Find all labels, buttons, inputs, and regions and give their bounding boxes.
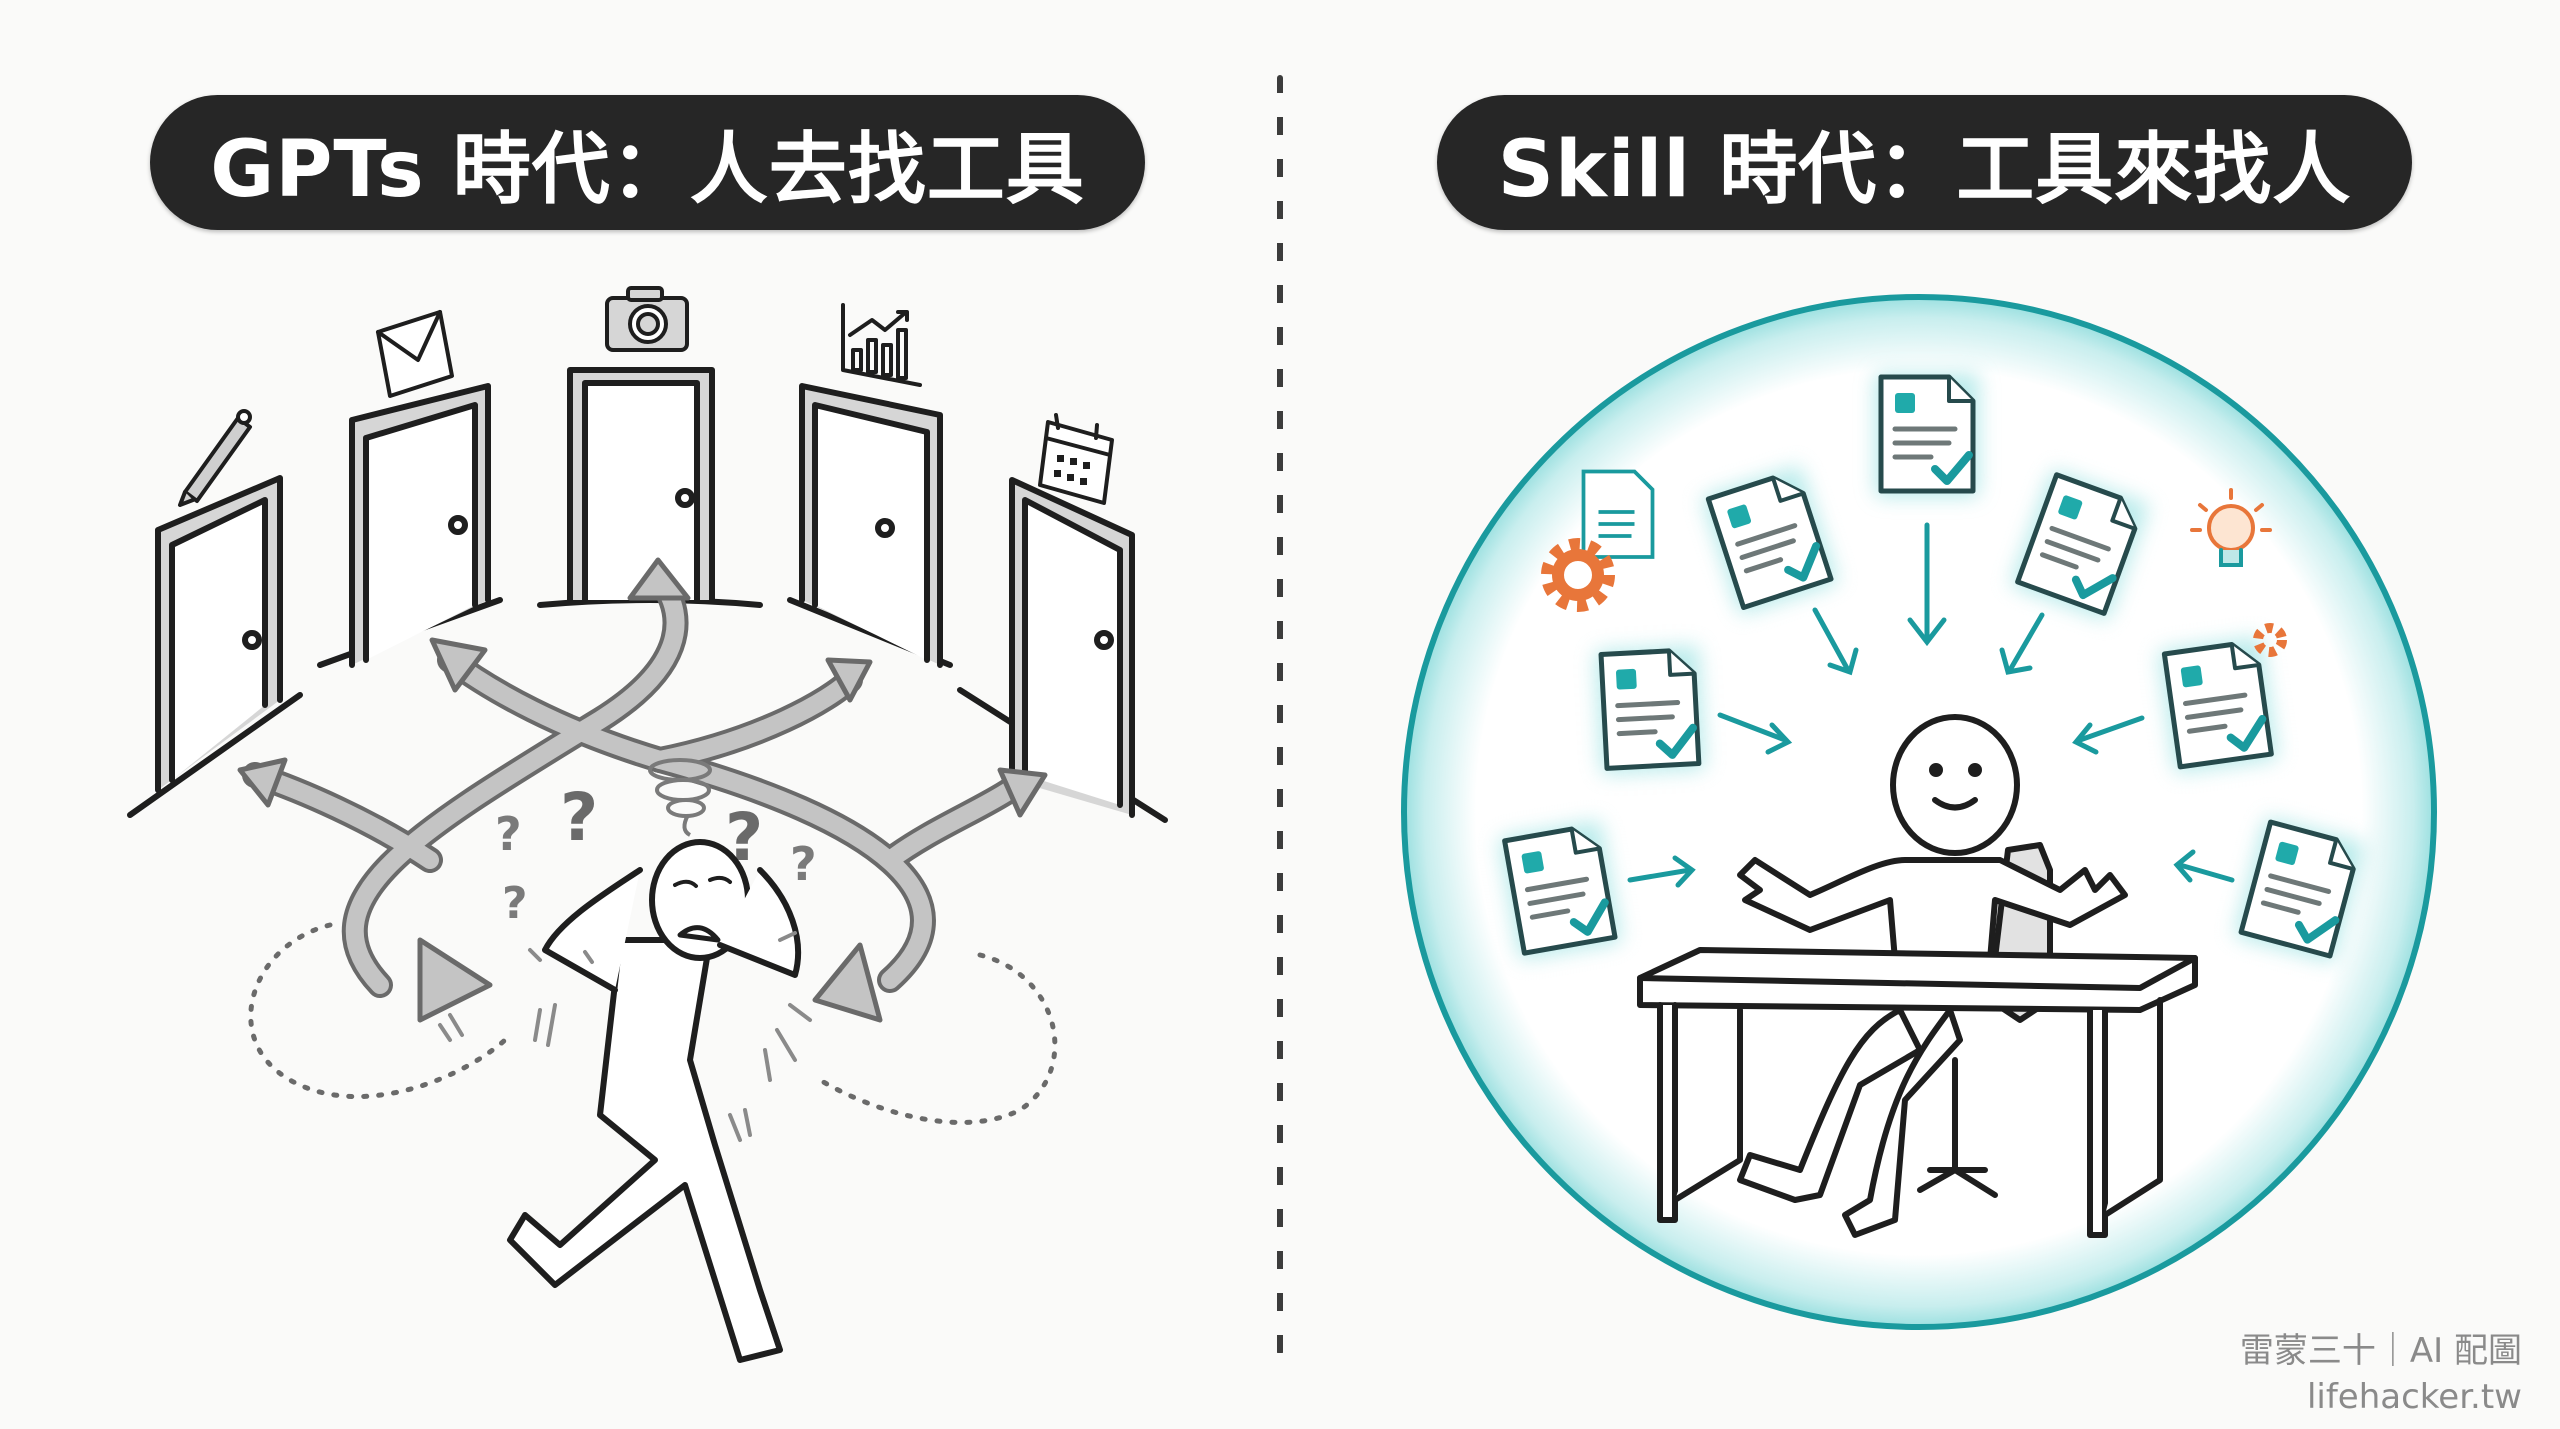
credit: 雷蒙三十｜AI 配圖 lifehacker.tw (2240, 1328, 2522, 1420)
door-chart (799, 383, 943, 668)
svg-text:?: ? (560, 779, 598, 856)
camera-icon (605, 286, 689, 352)
arrow-head-right (997, 767, 1048, 818)
svg-text:?: ? (502, 878, 528, 929)
door-camera (567, 367, 715, 603)
door-calendar (1009, 477, 1135, 818)
title-skill-era: Skill 時代：工具來找人 (1497, 124, 2352, 215)
stressed-person (507, 839, 801, 1363)
credit-author: 雷蒙三十｜AI 配圖 (2239, 1331, 2522, 1371)
arrow-head-upleft (429, 637, 488, 693)
smiling-person (1637, 714, 2198, 1238)
door-envelope (349, 383, 491, 668)
title-pill-gpts-era: GPTs 時代：人去找工具 (150, 95, 1145, 230)
arrow-head-upright (825, 657, 873, 703)
credit-site: lifehacker.tw (2306, 1377, 2522, 1417)
title-gpts-era: GPTs 時代：人去找工具 (210, 124, 1085, 215)
arrow-head-downright (417, 937, 493, 1023)
incoming-arrows (1627, 522, 2235, 888)
envelope-icon (376, 310, 454, 398)
arrow-head-downleft (812, 942, 883, 1023)
svg-text:?: ? (790, 837, 817, 891)
gear-icon (1541, 538, 1615, 612)
dizzy-swirl-icon (648, 758, 712, 837)
floor-line (127, 692, 303, 818)
arrow-head-left (237, 757, 288, 808)
gear-icon-small (2253, 623, 2287, 657)
door-pen (155, 475, 283, 793)
svg-text:?: ? (495, 807, 522, 861)
gpts-era-illustration: ? ? ? ? ? (127, 286, 1168, 1363)
bar-chart-icon (841, 303, 922, 387)
confused-arrows (237, 557, 1048, 1023)
document-icons (1498, 373, 2366, 963)
question-marks: ? ? ? ? ? (495, 779, 817, 929)
dotted-loops (248, 922, 1058, 1125)
arrow-head-up (627, 557, 691, 601)
dashed-divider (1277, 75, 1283, 1355)
pen-icon (178, 409, 252, 507)
calendar-icon (1038, 413, 1114, 505)
title-pill-skill-era: Skill 時代：工具來找人 (1437, 95, 2412, 230)
lightbulb-icon (2190, 488, 2272, 567)
motion-lines (438, 931, 812, 1142)
